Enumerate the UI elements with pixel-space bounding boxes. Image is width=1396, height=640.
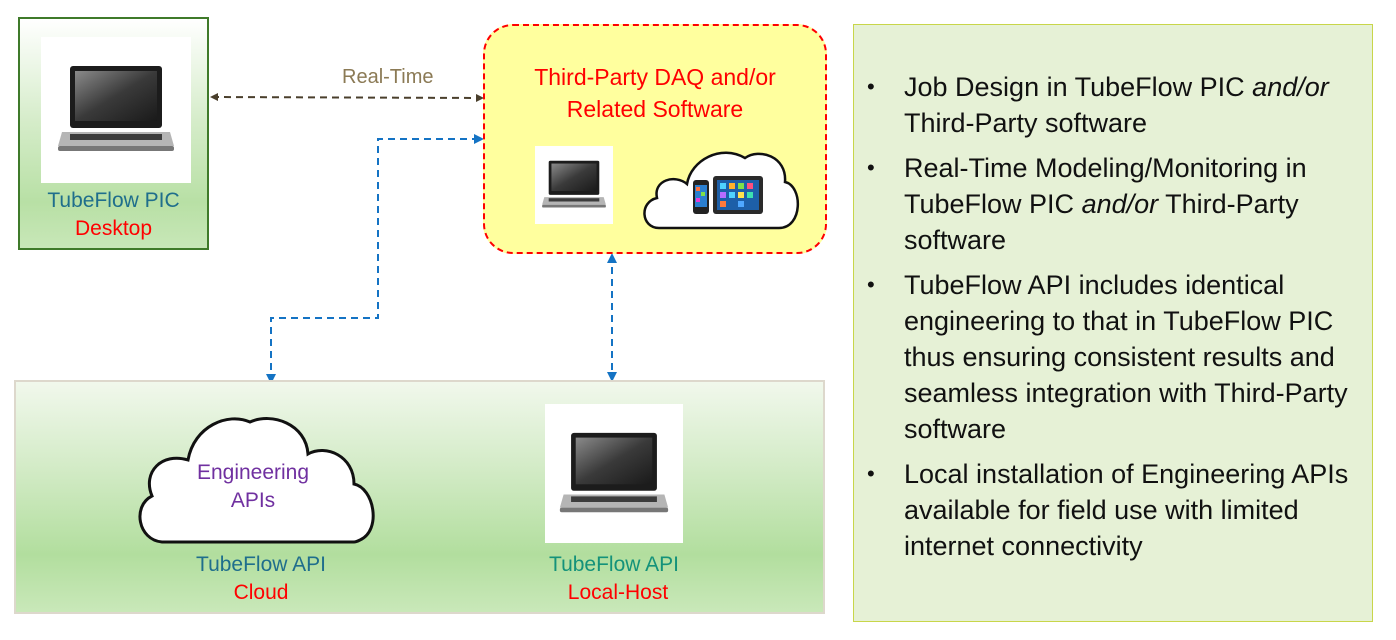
api-cloud-subtitle: Cloud [233, 581, 289, 604]
cloud-to-daq-arrow [266, 134, 484, 384]
realtime-arrow [210, 93, 484, 102]
cloud-text-line1: Engineering [196, 461, 310, 484]
laptop-icon [542, 160, 606, 208]
cloud-icon [138, 417, 375, 544]
feature-item: • Local installation of Engineering APIs… [867, 459, 1349, 561]
api-local-title: TubeFlow API [549, 553, 679, 576]
cloud-devices-icon [643, 151, 799, 230]
features-panel: • Job Design in TubeFlow PIC and/or Thir… [853, 24, 1373, 622]
localhost-laptop-image [545, 404, 683, 543]
daq-box[interactable]: Third-Party DAQ and/or Related Software [483, 24, 827, 254]
laptop-icon [58, 66, 174, 151]
desktop-subtitle: Desktop [74, 217, 153, 240]
daq-title-line2: Related Software [566, 96, 744, 122]
desktop-title: TubeFlow PIC [47, 189, 180, 212]
desktop-box[interactable]: TubeFlow PIC Desktop [18, 17, 209, 250]
api-box[interactable]: Engineering APIs TubeFlow API Cloud Tube… [14, 380, 825, 614]
api-cloud-title: TubeFlow API [196, 553, 326, 576]
daq-laptop-image [535, 146, 613, 224]
feature-item: • TubeFlow API includes identical engine… [867, 270, 1348, 444]
laptop-icon [559, 432, 669, 512]
laptop-image [41, 37, 191, 183]
api-local-subtitle: Local-Host [567, 581, 669, 604]
feature-item: • Job Design in TubeFlow PIC and/or Thir… [867, 72, 1329, 138]
cloud-text-line2: APIs [230, 489, 276, 512]
daq-title-line1: Third-Party DAQ and/or [534, 64, 776, 90]
realtime-label: Real-Time [342, 66, 434, 88]
feature-item: • Real-Time Modeling/Monitoring in TubeF… [867, 153, 1307, 255]
features-list: • Job Design in TubeFlow PIC and/or Thir… [854, 69, 1372, 573]
